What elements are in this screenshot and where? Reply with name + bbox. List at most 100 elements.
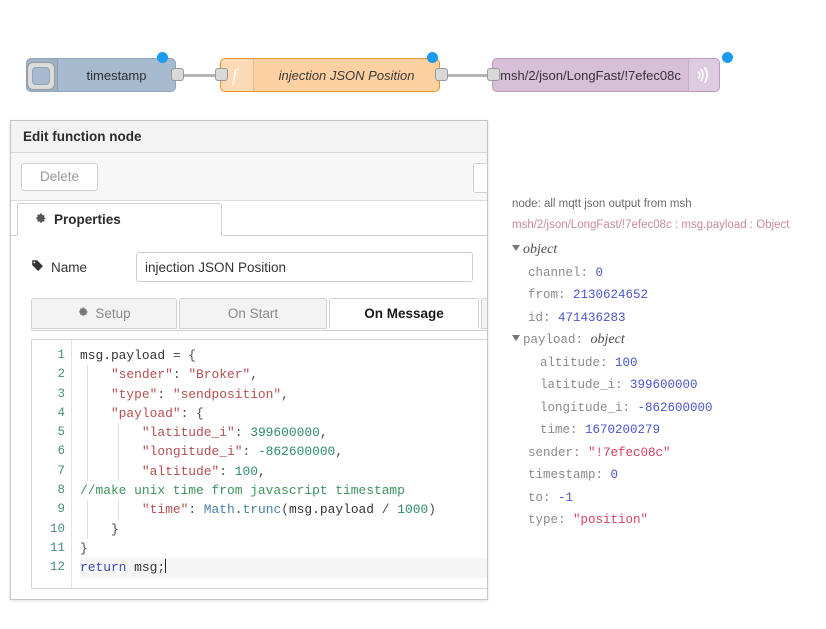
debug-row[interactable]: type: "position" (512, 509, 826, 532)
code-token: Math (203, 502, 235, 518)
dialog-header: Edit function node (11, 121, 487, 153)
debug-row[interactable]: payload: object (512, 329, 826, 352)
code-token: , (281, 386, 289, 402)
tab-properties-label: Properties (54, 212, 121, 227)
code-line: "payload": { (80, 403, 487, 424)
node-function-output-port[interactable] (435, 68, 448, 81)
code-token: trunc (242, 502, 282, 518)
indent-guide (118, 423, 119, 443)
code-token: 100 (234, 463, 258, 479)
debug-row-type: object (523, 242, 558, 257)
wire-function-to-mqtt (440, 73, 494, 77)
tab-on-message[interactable]: On Message (329, 298, 479, 329)
debug-row-key: altitude: (540, 355, 616, 370)
gutter-line-number: 9 (57, 502, 65, 517)
indent-guide (87, 442, 88, 462)
debug-row[interactable]: object (512, 239, 826, 262)
tab-setup-label: Setup (95, 306, 131, 321)
debug-row-value: 399600000 (630, 378, 698, 392)
code-line: "altitude": 100, (80, 461, 487, 482)
tab-on-stop-clipped[interactable] (481, 298, 487, 329)
debug-row[interactable]: from: 2130624652 (512, 284, 826, 307)
code-token: 399600000 (250, 425, 320, 441)
debug-row-key: timestamp: (528, 468, 611, 482)
debug-row-key: channel: (528, 265, 596, 280)
code-token: msg.payload (288, 502, 382, 518)
wire-inject-to-function (176, 73, 222, 77)
code-token: msg (126, 560, 158, 576)
gutter-line-number: 8 (57, 483, 65, 498)
debug-row[interactable]: latitude_i: 399600000 (512, 374, 826, 397)
node-function-injection-json-position[interactable]: f injection JSON Position (220, 58, 440, 92)
code-token: msg.payload (80, 348, 173, 363)
debug-row[interactable]: to: -1 (512, 487, 826, 510)
code-token: , (250, 367, 258, 383)
code-token: } (80, 521, 119, 537)
indent-guide (87, 519, 88, 539)
code-token: "Broker" (188, 367, 251, 383)
debug-row[interactable]: time: 1670200279 (512, 419, 826, 442)
code-line: "longitude_i": -862600000, (80, 442, 487, 462)
debug-row[interactable]: altitude: 100 (512, 352, 826, 375)
gutter-line-number: 3 (57, 386, 65, 401)
code-token: ( (281, 502, 289, 518)
debug-topic-line: msh/2/json/LongFast/!7efec08c : msg.payl… (512, 219, 790, 231)
flow-canvas[interactable]: timestamp f injection JSON Position msh/… (0, 0, 826, 118)
node-function-label: injection JSON Position (278, 67, 415, 83)
node-inject-output-port[interactable] (171, 68, 184, 81)
debug-row-value: 0 (595, 265, 604, 280)
name-field-label-group: Name (31, 259, 136, 275)
debug-row-value: "!7efec08c" (588, 445, 671, 460)
gutter-line-number: 2 (57, 367, 65, 382)
indent-guide (87, 384, 88, 404)
code-token: "latitude_i" (80, 425, 235, 441)
delete-button[interactable]: Delete (21, 162, 99, 191)
code-line: "type": "sendposition", (80, 384, 487, 404)
code-text-area[interactable]: msg.payload = { "sender": "Broker", "typ… (72, 340, 487, 588)
code-token: = { (172, 348, 197, 363)
code-token: return (80, 560, 127, 576)
indent-guide (118, 500, 119, 520)
debug-row[interactable]: timestamp: 0 (512, 464, 826, 487)
code-line: msg.payload = { (80, 346, 487, 365)
node-inject-label: timestamp (86, 67, 147, 83)
debug-row[interactable]: longitude_i: -862600000 (512, 397, 826, 420)
gutter-line-number: 11 (49, 540, 65, 555)
gutter-line-number: 10 (49, 521, 65, 536)
debug-row-key: payload: (523, 333, 591, 347)
tab-on-start[interactable]: On Start (179, 298, 327, 329)
inject-trigger-button[interactable] (27, 62, 55, 90)
code-line: } (80, 519, 487, 539)
edit-function-node-dialog: Edit function node Delete Properties (10, 120, 488, 600)
code-token: : (172, 367, 189, 383)
debug-row[interactable]: id: 471436283 (512, 307, 826, 330)
dialog-title: Edit function node (23, 129, 142, 144)
name-input[interactable] (136, 252, 473, 282)
cancel-button-clipped[interactable] (473, 163, 487, 193)
code-token: "type" (80, 386, 158, 402)
tab-setup[interactable]: Setup (31, 298, 177, 329)
indent-guide (87, 500, 88, 520)
code-line: "latitude_i": 399600000, (80, 423, 487, 443)
debug-row[interactable]: channel: 0 (512, 262, 826, 285)
name-field-label: Name (51, 259, 88, 275)
debug-row-value: 471436283 (558, 310, 626, 325)
code-token: , (335, 444, 344, 460)
chevron-down-icon[interactable] (512, 245, 520, 251)
debug-row[interactable]: sender: "!7efec08c" (512, 442, 826, 465)
code-token: . (234, 502, 243, 518)
code-token: , (257, 463, 266, 479)
gutter-line-number: 5 (57, 425, 65, 440)
node-function-input-port[interactable] (215, 68, 228, 81)
debug-row-key: time: (540, 423, 586, 437)
code-token: : (188, 502, 204, 518)
debug-row-key: from: (528, 288, 574, 302)
code-line: return msg; (80, 558, 487, 578)
tab-properties[interactable]: Properties (17, 203, 222, 236)
node-mqtt-input-port[interactable] (487, 68, 500, 81)
code-token: : (242, 444, 258, 460)
node-mqtt-out[interactable]: msh/2/json/LongFast/!7efec08c (492, 58, 720, 92)
chevron-down-icon[interactable] (512, 335, 520, 341)
